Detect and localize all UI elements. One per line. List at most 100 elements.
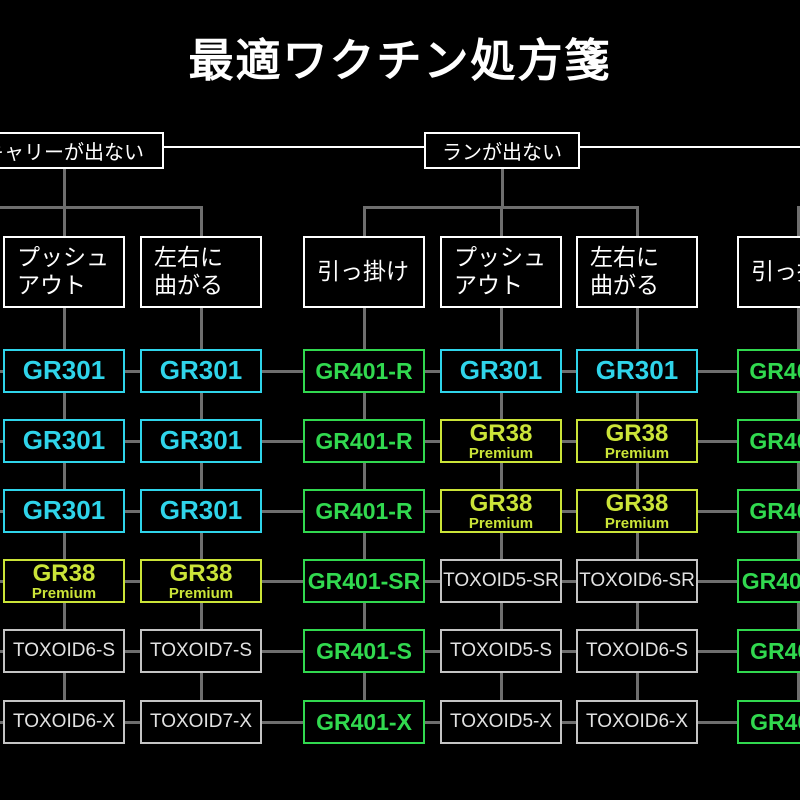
product-label: GR401-R <box>305 499 423 523</box>
tree-connector-line <box>796 206 800 236</box>
product-sub-label: Premium <box>604 444 670 462</box>
product-box: GR401-SR <box>737 559 800 603</box>
product-code: TOXOID7-S <box>149 640 253 662</box>
tree-connector-line <box>635 533 639 559</box>
row-connector-line <box>562 509 576 513</box>
product-code: GR401-S <box>750 637 800 664</box>
product-box: GR401-R <box>303 349 425 393</box>
product-code: TOXOID6-SR <box>579 570 695 592</box>
product-box: GR401-S <box>303 629 425 673</box>
tree-connector-line <box>362 533 366 559</box>
tree-connector-line <box>499 603 503 629</box>
tree-connector-line <box>199 603 203 629</box>
product-code: GR401-X <box>750 708 800 735</box>
tree-connector-line <box>0 206 203 209</box>
product-label: GR301 <box>5 357 123 385</box>
product-box: TOXOID5-X <box>440 700 562 744</box>
cause-box: ランが出ない <box>424 132 580 169</box>
product-box: TOXOID5-SR <box>440 559 562 603</box>
row-connector-line <box>262 649 303 653</box>
product-box: GR301 <box>3 419 125 463</box>
product-code: GR401-R <box>315 497 413 524</box>
symptom-box: 引っ掛け <box>737 236 800 308</box>
row-connector-line <box>562 439 576 443</box>
symptom-label-line: 左右に <box>154 244 223 271</box>
symptom-label-line: アウト <box>17 272 86 298</box>
symptom-label: 引っ掛け <box>751 258 800 286</box>
product-box: GR301 <box>140 349 262 393</box>
product-label: TOXOID5-X <box>442 712 560 732</box>
product-code: GR301 <box>595 355 679 386</box>
tree-connector-line <box>362 463 366 489</box>
row-connector-line <box>562 720 576 724</box>
product-label: TOXOID6-SR <box>578 571 696 591</box>
row-connector-line <box>125 649 140 653</box>
row-connector-line <box>425 579 440 583</box>
symptom-label-line: プッシュ <box>454 244 546 271</box>
product-code: GR401-SR <box>307 567 421 594</box>
symptom-box: 左右に曲がる <box>140 236 262 308</box>
symptom-label-line: 左右に <box>590 244 659 271</box>
product-label: GR301 <box>5 497 123 525</box>
tree-connector-line <box>62 533 66 559</box>
tree-connector-line <box>199 393 203 419</box>
tree-connector-line <box>199 308 203 349</box>
cause-label: キャリーが出ない <box>0 142 144 164</box>
row-connector-line <box>698 439 737 443</box>
tree-connector-line <box>199 533 203 559</box>
product-code: GR38 <box>169 560 233 588</box>
row-connector-line <box>262 369 303 373</box>
cause-box: キャリーが出ない <box>0 132 164 169</box>
row-connector-line <box>562 579 576 583</box>
row-connector-line <box>0 509 3 513</box>
product-box: GR301 <box>140 419 262 463</box>
symptom-label-line: 引っ掛け <box>751 258 800 285</box>
product-box: GR301 <box>3 349 125 393</box>
row-connector-line <box>425 649 440 653</box>
product-label: GR401-R <box>305 429 423 453</box>
tree-connector-line <box>362 673 366 700</box>
tree-connector-line <box>796 673 800 700</box>
product-label: GR401-R <box>739 429 800 453</box>
row-connector-line <box>425 439 440 443</box>
tree-connector-line <box>62 673 66 700</box>
product-code: TOXOID6-S <box>585 640 689 662</box>
tree-connector-line <box>499 673 503 700</box>
tree-connector-line <box>499 533 503 559</box>
row-connector-line <box>425 369 440 373</box>
level1-connector-line <box>580 146 800 148</box>
product-code: GR401-R <box>315 357 413 384</box>
product-code: GR401-S <box>316 637 412 664</box>
product-label: GR301 <box>442 357 560 385</box>
tree-connector-line <box>499 463 503 489</box>
product-label: TOXOID6-X <box>5 712 123 732</box>
row-connector-line <box>262 439 303 443</box>
symptom-label-line: プッシュ <box>17 244 109 271</box>
row-connector-line <box>125 369 140 373</box>
tree-connector-line <box>796 393 800 419</box>
product-code: TOXOID6-X <box>585 711 689 733</box>
tree-connector-line <box>635 463 639 489</box>
product-code: GR401-SR <box>741 567 800 594</box>
product-label: GR301 <box>142 497 260 525</box>
product-code: GR401-X <box>316 708 412 735</box>
product-label: GR401-S <box>305 639 423 663</box>
product-box: GR401-X <box>737 700 800 744</box>
row-connector-line <box>262 579 303 583</box>
cause-label: ランが出ない <box>442 142 562 164</box>
product-box: GR401-X <box>303 700 425 744</box>
product-code: GR38 <box>605 420 669 448</box>
product-code: GR401-R <box>315 427 413 454</box>
tree-connector-line <box>62 169 66 209</box>
row-connector-line <box>562 369 576 373</box>
product-box: TOXOID7-X <box>140 700 262 744</box>
product-box: GR401-R <box>737 489 800 533</box>
